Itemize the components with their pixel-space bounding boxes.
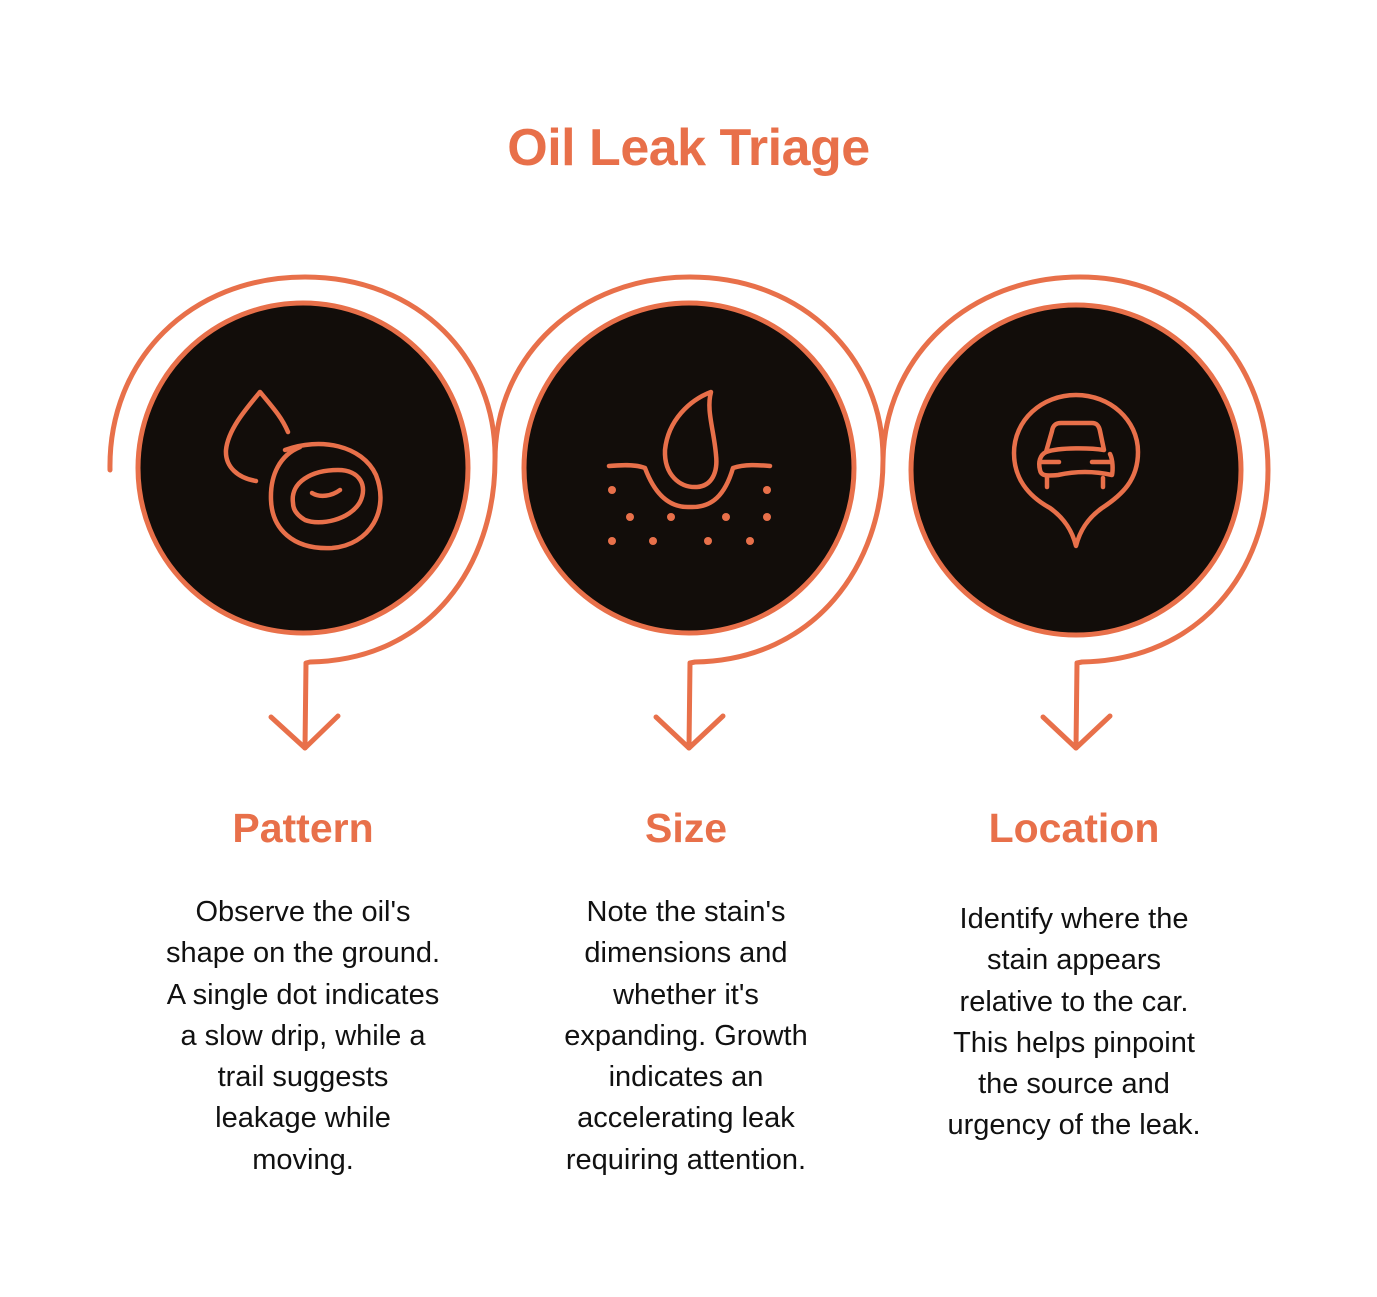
arrow-down-icon bbox=[653, 713, 726, 751]
oil-drop-stain-icon bbox=[223, 389, 383, 551]
arrow-down-icon bbox=[268, 713, 341, 751]
flow-arc-3 bbox=[880, 274, 1271, 751]
step-heading-size: Size bbox=[644, 805, 728, 851]
step-location: Location Identify where the stain appear… bbox=[904, 804, 1244, 1147]
step-heading-location: Location bbox=[988, 805, 1160, 851]
flow-arc-1 bbox=[107, 274, 498, 751]
arrow-down-icon bbox=[1040, 713, 1113, 751]
page-title: Oil Leak Triage bbox=[507, 119, 870, 177]
drop-absorbing-ground-icon bbox=[606, 389, 773, 510]
step-pattern: Pattern Observe the oil's shape on the g… bbox=[133, 804, 473, 1181]
step-body-size: Note the stain's dimensions and whether … bbox=[564, 896, 808, 1176]
step-circle-pattern bbox=[135, 300, 471, 636]
step-body-location: Identify where the stain appears relativ… bbox=[947, 903, 1201, 1142]
step-heading-pattern: Pattern bbox=[232, 805, 374, 851]
ground-dots bbox=[608, 486, 771, 545]
step-size: Size Note the stain's dimensions and whe… bbox=[516, 804, 856, 1181]
car-location-pin-icon bbox=[1011, 392, 1141, 549]
step-body-pattern: Observe the oil's shape on the ground. A… bbox=[165, 896, 441, 1176]
step-circle-size bbox=[521, 300, 857, 636]
flow-arc-2 bbox=[492, 274, 886, 751]
step-circle-location bbox=[908, 302, 1244, 638]
